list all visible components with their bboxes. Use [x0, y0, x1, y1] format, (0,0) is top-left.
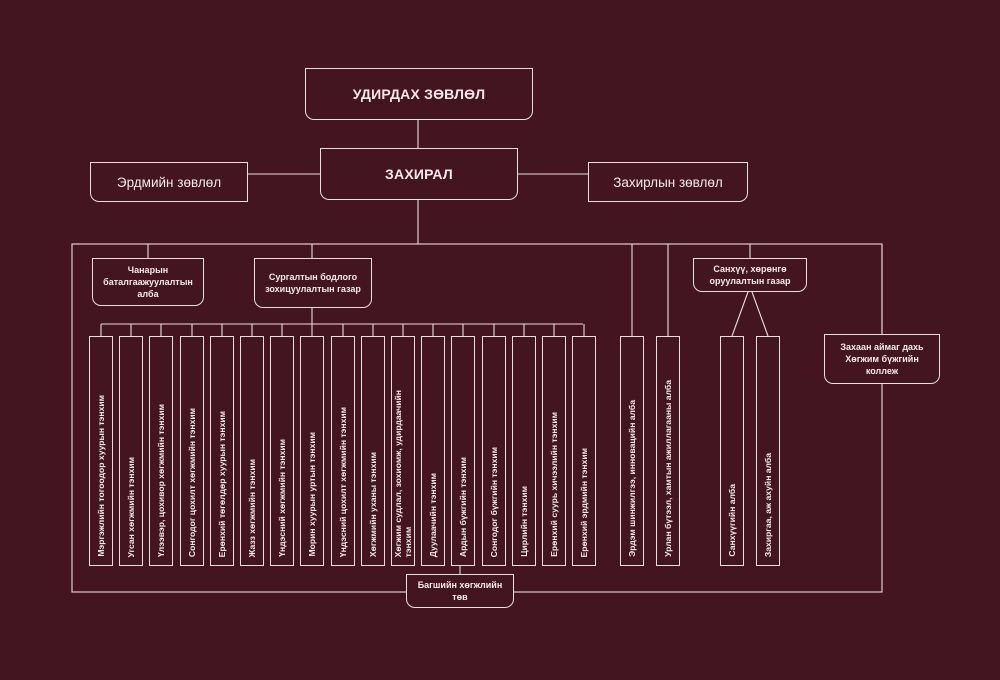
side-unit-label: Эрдэм шинжилгээ, инновацийн алба [627, 400, 637, 557]
department-label: Үндэсний цохилт хөгжмийн тэнхим [338, 406, 348, 557]
department-box: Үлээвэр, цохивор хөгжмийн тэнхим [149, 336, 173, 566]
finance-unit-link-2 [751, 291, 769, 337]
finance-unit-admin: Захиргаа, аж ахуйн алба [756, 336, 780, 566]
finance-unit-label: Захиргаа, аж ахуйн алба [763, 452, 773, 557]
department-box: Дуулаачийн тэнхим [421, 336, 445, 566]
department-label: Ерөнхий эрдмийн тэнхим [579, 447, 589, 557]
department-label: Үлээвэр, цохивор хөгжмийн тэнхим [156, 404, 166, 557]
department-label: Цирлийн тэнхим [519, 486, 529, 557]
side-unit-label: Урлан бүтээл, хамтын ажиллагааны алба [663, 380, 673, 557]
dept-ticks [100, 324, 585, 336]
department-box: Ерөнхий эрдмийн тэнхим [572, 336, 596, 566]
department-box: Угсан хөгжмийн тэнхим [119, 336, 143, 566]
director-box: ЗАХИРАЛ [320, 148, 518, 200]
department-label: Хөгжим судлал, зохиомж, удирдаачийн тэнх… [393, 389, 413, 557]
department-box: Жазз хөгжмийн тэнхим [240, 336, 264, 566]
department-label: Ерөнхий төгөлдөр хуурын тэнхим [217, 410, 227, 557]
department-box: Сонгодог бүжгийн тэнхим [482, 336, 506, 566]
department-label: Жазз хөгжмийн тэнхим [247, 458, 257, 557]
branch-college-box: Захаан аймаг дахь Хөгжим бүжгийн коллеж [824, 334, 940, 384]
finance-unit-label: Санхүүгийн алба [727, 484, 737, 557]
department-label: Ерөнхий суурь хичээлийн тэнхим [549, 412, 559, 557]
department-label: Сонгодог цохилт хөгжмийн тэнхим [187, 407, 197, 557]
department-label: Дуулаачийн тэнхим [428, 472, 438, 557]
department-box: Ерөнхий суурь хичээлийн тэнхим [542, 336, 566, 566]
department-box: Үндэсний хөгжмийн тэнхим [270, 336, 294, 566]
department-label: Угсан хөгжмийн тэнхим [126, 456, 136, 558]
department-label: Үндэсний хөгжмийн тэнхим [277, 439, 287, 557]
department-box: Мэргэжлийн тогоодор хуурын тэнхим [89, 336, 113, 566]
department-box: Үндэсний цохилт хөгжмийн тэнхим [331, 336, 355, 566]
academic-council-box: Эрдмийн зөвлөл [90, 162, 248, 202]
finance-unit-accounting: Санхүүгийн алба [720, 336, 744, 566]
department-label: Сонгодог бүжгийн тэнхим [489, 446, 499, 557]
department-box: Цирлийн тэнхим [512, 336, 536, 566]
department-box: Ерөнхий төгөлдөр хуурын тэнхим [210, 336, 234, 566]
department-label: Хөгжмийн уханы тэнхим [368, 451, 378, 557]
department-label: Морин хуурын уртын тэнхим [307, 432, 317, 557]
department-box: Хөгжим судлал, зохиомж, удирдаачийн тэнх… [391, 336, 415, 566]
teaching-policy-box: Сургалтын бодлого зохицуулалтын газар [254, 258, 372, 308]
side-unit-creative: Урлан бүтээл, хамтын ажиллагааны алба [656, 336, 680, 566]
finance-office-box: Санхүү, хөрөнгө оруулалтын газар [693, 258, 807, 292]
department-box: Сонгодог цохилт хөгжмийн тэнхим [180, 336, 204, 566]
board-box: УДИРДАХ ЗӨВЛӨЛ [305, 68, 533, 120]
department-box: Ардын бүжгийн тэнхим [451, 336, 475, 566]
teacher-center-box: Багшийн хөгжлийн төв [406, 574, 514, 608]
department-label: Ардын бүжгийн тэнхим [458, 456, 468, 557]
quality-unit-box: Чанарын баталгаажуулалтын алба [92, 258, 204, 306]
director-council-box: Захирлын зөвлөл [588, 162, 748, 202]
side-unit-research: Эрдэм шинжилгээ, инновацийн алба [620, 336, 644, 566]
department-box: Хөгжмийн уханы тэнхим [361, 336, 385, 566]
department-box: Морин хуурын уртын тэнхим [300, 336, 324, 566]
department-label: Мэргэжлийн тогоодор хуурын тэнхим [96, 395, 106, 557]
finance-unit-link-1 [731, 291, 749, 337]
